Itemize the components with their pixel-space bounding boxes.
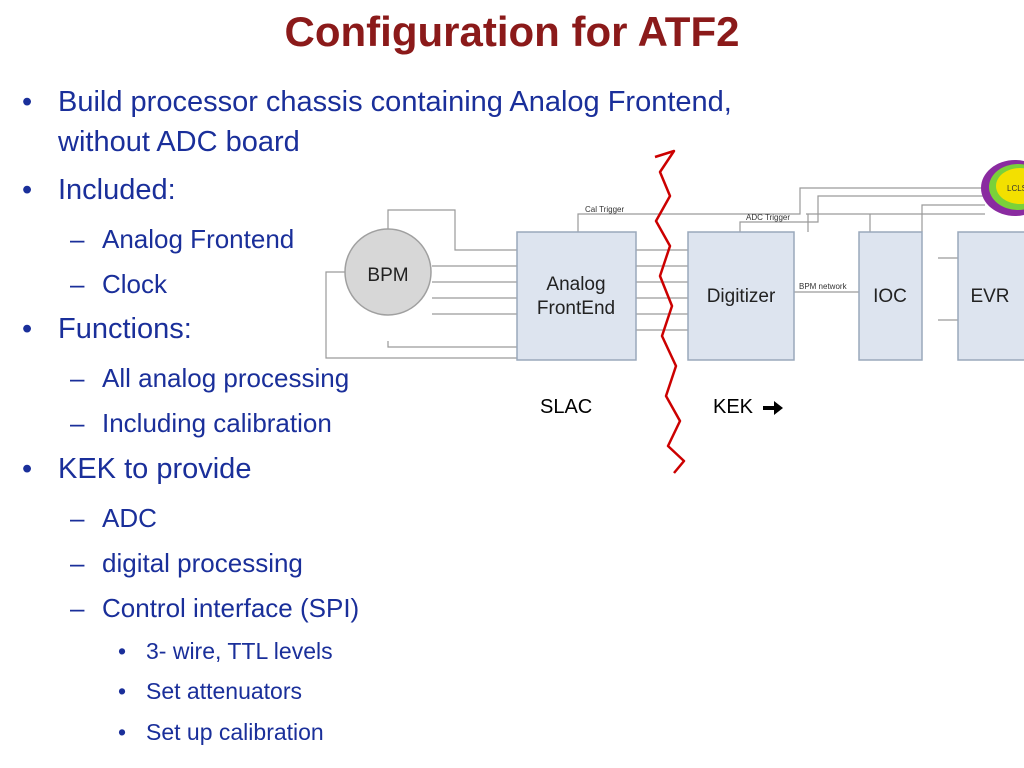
- sub-sub-bullet-calibration: • Set up calibration: [118, 719, 324, 746]
- dash-marker: –: [70, 408, 85, 438]
- analog-frontend-node: Analog FrontEnd: [516, 231, 637, 361]
- sub-bullet-control-interface: –Control interface (SPI): [70, 593, 359, 624]
- bullet-text: 3- wire, TTL levels: [146, 638, 333, 664]
- afe-label-line2: FrontEnd: [537, 298, 615, 319]
- bullet-text: KEK to provide: [58, 453, 252, 485]
- dash-marker: –: [70, 363, 85, 393]
- bullet-marker: •: [22, 86, 33, 118]
- dash-marker: –: [70, 593, 85, 623]
- bullet-text: Clock: [102, 269, 168, 299]
- dash-marker: –: [70, 548, 85, 578]
- afe-label-line1: Analog: [546, 274, 605, 295]
- bullet-text: Control interface (SPI): [102, 593, 360, 623]
- bullet-marker: •: [118, 719, 127, 745]
- afe-digitizer-wires: [636, 249, 688, 331]
- bullet-marker: •: [118, 678, 127, 704]
- ioc-label: IOC: [873, 286, 907, 307]
- evr-label: EVR: [970, 286, 1009, 307]
- sub-sub-bullet-3-wire: • 3- wire, TTL levels: [118, 638, 333, 665]
- trigger-wires: [577, 187, 1000, 321]
- bullet-build-chassis: • Build processor chassis containing Anal…: [22, 86, 732, 119]
- bullet-text: ADC: [102, 503, 157, 533]
- sub-bullet-analog-processing: –All analog processing: [70, 363, 349, 394]
- bullet-text: Set attenuators: [146, 678, 302, 704]
- bullet-text: Build processor chassis containing Analo…: [58, 86, 732, 118]
- digitizer-label: Digitizer: [707, 286, 776, 307]
- adc-trigger-label: ADC Trigger: [746, 213, 790, 222]
- bullet-marker: •: [22, 174, 33, 206]
- sub-bullet-calibration: –Including calibration: [70, 408, 332, 439]
- ioc-node: IOC: [858, 231, 923, 361]
- digitizer-node: Digitizer: [687, 231, 795, 361]
- lcls-cloud-icon: LCLS: [981, 160, 1024, 216]
- bullet-text: Including calibration: [102, 408, 332, 438]
- bpm-label: BPM: [367, 265, 408, 286]
- bpm-afe-wires: [325, 209, 517, 359]
- bullet-text: Analog Frontend: [102, 224, 295, 254]
- bullet-text: Set up calibration: [146, 719, 324, 745]
- dash-marker: –: [70, 503, 85, 533]
- kek-label: KEK: [713, 396, 754, 418]
- bullet-text: without ADC board: [58, 126, 300, 158]
- slac-kek-divider: [654, 149, 686, 474]
- dash-marker: –: [70, 224, 85, 254]
- bullet-build-chassis-cont: without ADC board: [22, 126, 300, 159]
- slide-title: Configuration for ATF2: [284, 8, 740, 55]
- slac-label: SLAC: [540, 396, 592, 418]
- sub-bullet-adc: –ADC: [70, 503, 157, 534]
- sub-sub-bullet-attenuators: • Set attenuators: [118, 678, 302, 705]
- bpm-network-label: BPM network: [799, 282, 848, 291]
- arrow-right-icon: [763, 401, 783, 415]
- bullet-text: digital processing: [102, 548, 303, 578]
- bullet-text: Included:: [58, 174, 176, 206]
- evr-node: EVR: [957, 231, 1024, 361]
- dash-marker: –: [70, 269, 85, 299]
- cloud-label: LCLS: [1007, 184, 1024, 193]
- sub-bullet-clock: –Clock: [70, 269, 167, 300]
- bullet-included: • Included:: [22, 174, 176, 207]
- bullet-kek-provide: • KEK to provide: [22, 453, 251, 486]
- bullet-marker: •: [22, 313, 33, 345]
- bpm-node: BPM: [344, 228, 432, 316]
- sub-bullet-analog-frontend: –Analog Frontend: [70, 224, 294, 255]
- sub-bullet-digital-processing: –digital processing: [70, 548, 303, 579]
- cal-trigger-label: Cal Trigger: [585, 205, 624, 214]
- bullet-functions: • Functions:: [22, 313, 192, 346]
- bullet-marker: •: [118, 638, 127, 664]
- bullet-text: All analog processing: [102, 363, 350, 393]
- bullet-marker: •: [22, 453, 33, 485]
- bullet-text: Functions:: [58, 313, 192, 345]
